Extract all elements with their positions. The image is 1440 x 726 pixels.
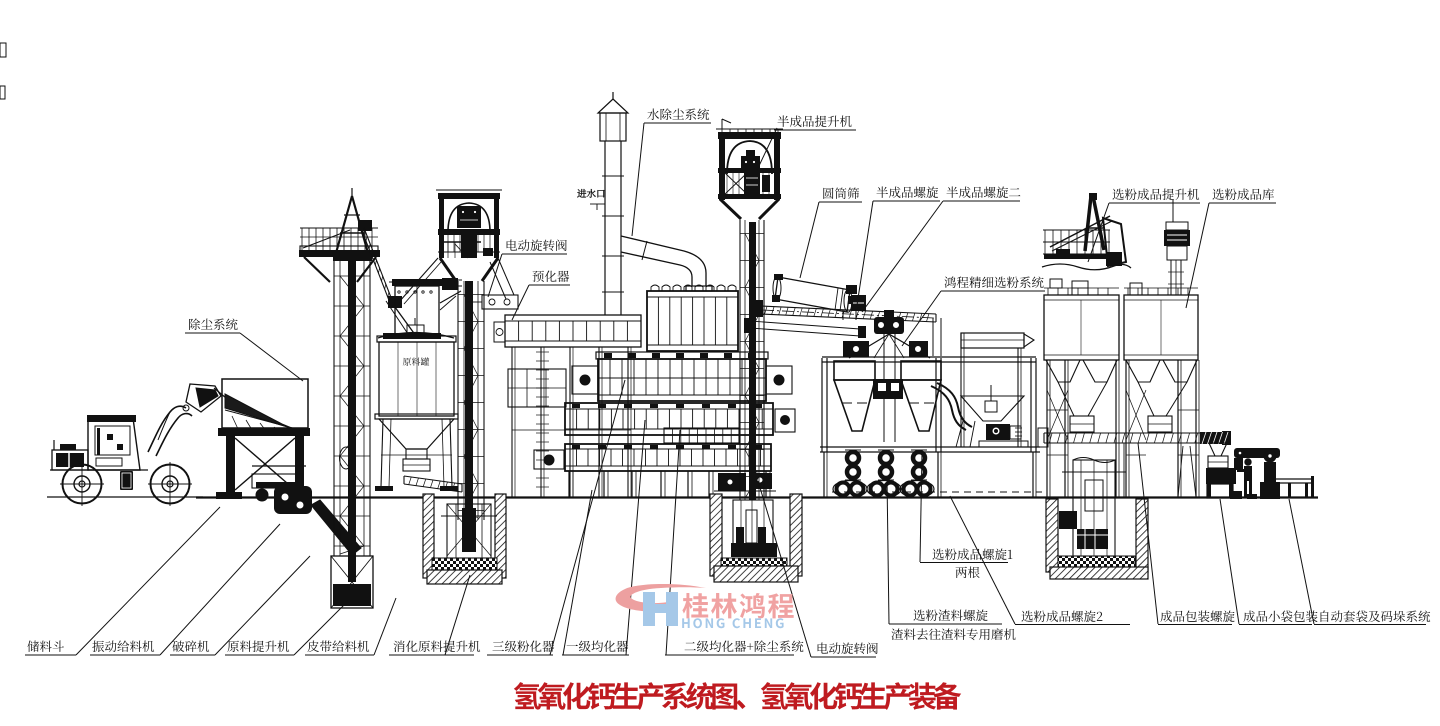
svg-text:桂林鸿程: 桂林鸿程: [682, 585, 796, 624]
svg-text:破碎机: 破碎机: [172, 637, 210, 655]
svg-text:半成品螺旋二: 半成品螺旋二: [946, 183, 1021, 201]
svg-text:皮带给料机: 皮带给料机: [307, 637, 370, 655]
svg-text:选粉成品提升机: 选粉成品提升机: [1112, 185, 1200, 203]
svg-text:成品包装螺旋: 成品包装螺旋: [1160, 607, 1236, 625]
svg-text:三级粉化器: 三级粉化器: [492, 637, 555, 655]
svg-text:选粉成品库: 选粉成品库: [1212, 185, 1275, 203]
svg-text:原料提升机: 原料提升机: [227, 637, 290, 655]
svg-text:消化原料提升机: 消化原料提升机: [393, 637, 481, 655]
svg-text:振动给料机: 振动给料机: [92, 637, 155, 655]
svg-text:成品小袋包装: 成品小袋包装: [1243, 607, 1319, 625]
svg-text:选粉成品螺旋2: 选粉成品螺旋2: [1021, 607, 1103, 625]
svg-text:水除尘系统: 水除尘系统: [647, 105, 710, 123]
svg-text:鸿程精细选粉系统: 鸿程精细选粉系统: [944, 273, 1045, 291]
svg-text:圆筒筛: 圆筒筛: [822, 184, 860, 202]
svg-text:氢氧化钙生产系统图、氢氧化钙生产装备: 氢氧化钙生产系统图、氢氧化钙生产装备: [513, 674, 962, 716]
svg-text:两根: 两根: [955, 563, 981, 581]
svg-text:一级均化器: 一级均化器: [566, 637, 629, 655]
svg-text:进水口: 进水口: [576, 186, 606, 200]
svg-text:选粉渣料螺旋: 选粉渣料螺旋: [913, 606, 989, 624]
svg-text:储料斗: 储料斗: [27, 637, 65, 655]
svg-text:电动旋转阀: 电动旋转阀: [505, 236, 568, 254]
svg-text:半成品提升机: 半成品提升机: [777, 112, 853, 130]
svg-text:预化器: 预化器: [532, 267, 570, 285]
svg-text:二级均化器+除尘系统: 二级均化器+除尘系统: [684, 637, 804, 655]
svg-text:HONG CHENG: HONG CHENG: [681, 613, 786, 632]
svg-text:原料罐: 原料罐: [402, 355, 429, 368]
svg-text:除尘系统: 除尘系统: [188, 315, 239, 333]
svg-text:电动旋转阀: 电动旋转阀: [816, 639, 879, 657]
svg-text:自动套袋及码垛系统: 自动套袋及码垛系统: [1318, 607, 1431, 625]
svg-text:半成品螺旋: 半成品螺旋: [876, 183, 939, 201]
svg-text:渣料去往渣料专用磨机: 渣料去往渣料专用磨机: [891, 625, 1017, 643]
svg-text:选粉成品螺旋1: 选粉成品螺旋1: [932, 545, 1013, 563]
